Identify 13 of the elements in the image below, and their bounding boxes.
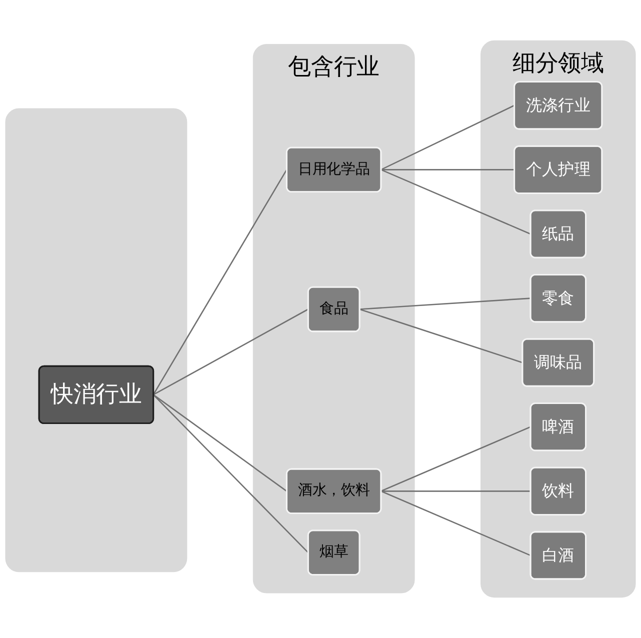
connector (380, 169, 514, 170)
connector (152, 394, 288, 492)
connector (360, 298, 531, 310)
connector (380, 490, 531, 492)
connector (359, 308, 523, 364)
connector (380, 490, 531, 556)
connector (152, 394, 309, 554)
connector (380, 426, 531, 492)
connector (152, 169, 288, 396)
cluster (5, 108, 188, 572)
connector (380, 169, 531, 235)
connector (153, 308, 308, 396)
connector (380, 104, 515, 170)
